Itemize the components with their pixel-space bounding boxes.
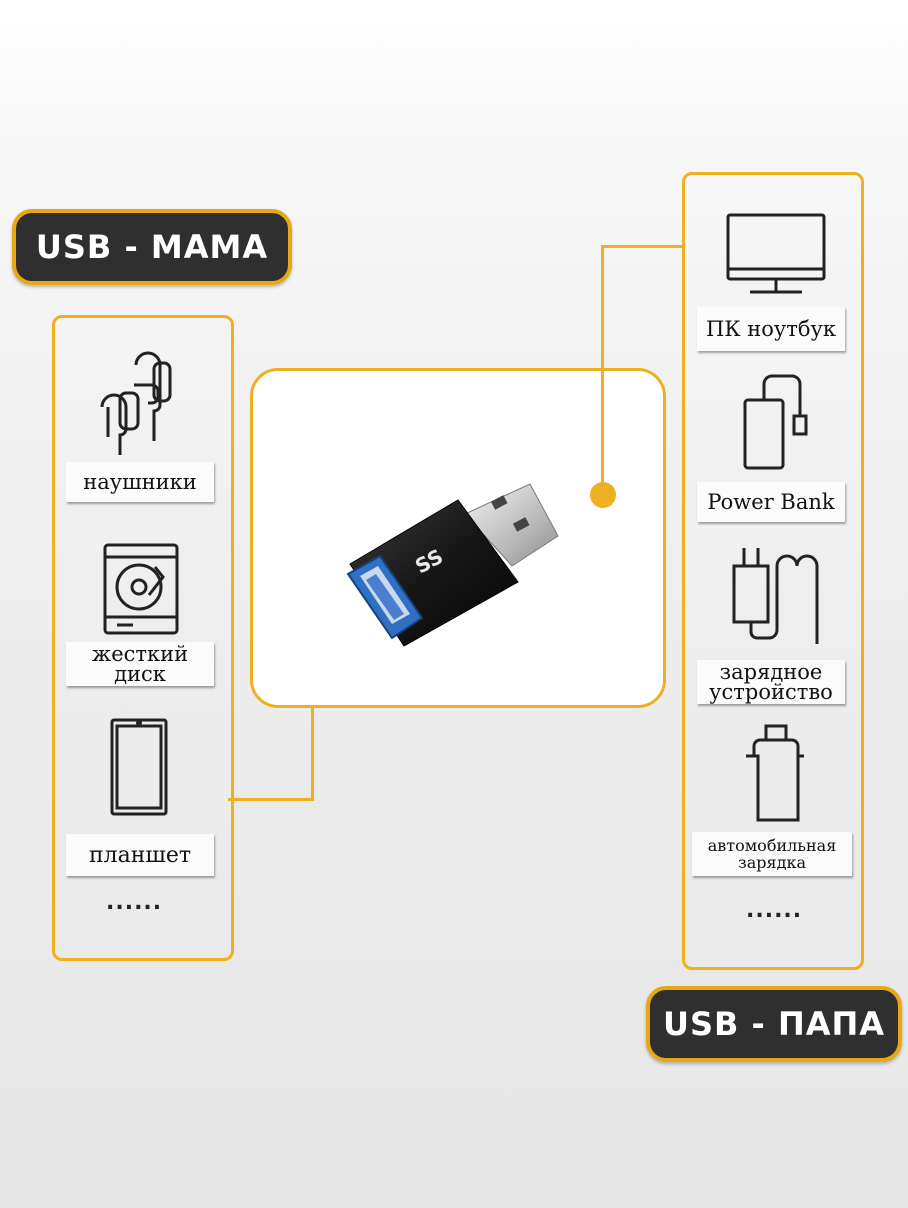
device-label-headphones: наушники (66, 462, 214, 502)
female-connector-line-h (228, 798, 314, 801)
usb-adapter-image: SS (346, 483, 559, 647)
monitor-icon (726, 213, 826, 294)
usb-female-badge: USB - MAMA (12, 209, 292, 285)
device-label-tablet: планшет (66, 834, 214, 876)
headphones-icon (100, 351, 172, 455)
power-bank-icon (743, 374, 808, 470)
left-more-indicator: ...... (106, 890, 163, 915)
male-connector-line-top (601, 245, 683, 248)
device-label-car-charger: автомобильная зарядка (692, 832, 852, 876)
right-more-indicator: ...... (746, 898, 803, 923)
hard-disk-icon (103, 543, 179, 635)
device-label-power-bank: Power Bank (697, 482, 845, 522)
device-label-pc: ПК ноутбук (697, 307, 845, 351)
male-connector-dot (590, 482, 616, 508)
device-label-charger: зарядное устройство (697, 660, 845, 704)
female-connector-line-v (311, 643, 314, 801)
usb-female-badge-label: USB - MAMA (35, 228, 269, 266)
device-label-hard-disk: жесткий диск (66, 642, 214, 686)
usb-male-badge-label: USB - ПАПА (662, 1005, 886, 1043)
charger-icon (732, 548, 819, 644)
tablet-icon (110, 718, 168, 816)
male-connector-line-v (601, 245, 604, 495)
usb-male-badge: USB - ПАПА (646, 986, 902, 1062)
car-charger-icon (746, 724, 804, 822)
